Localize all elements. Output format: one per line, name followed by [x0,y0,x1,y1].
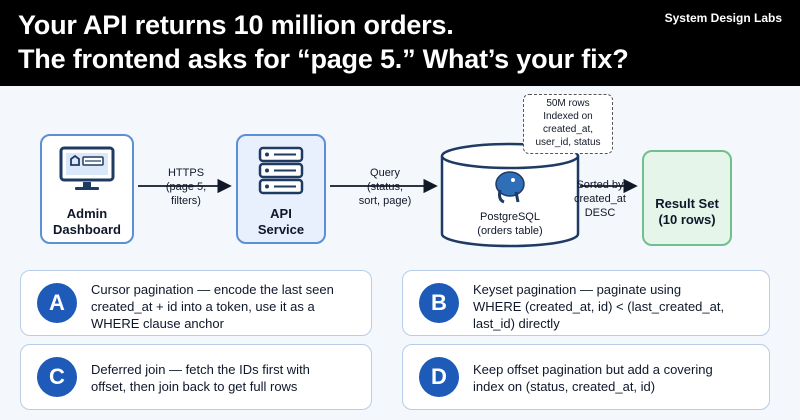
header-banner: Your API returns 10 million orders. The … [0,0,800,86]
option-badge-a: A [37,283,77,323]
headline: Your API returns 10 million orders. The … [18,8,678,76]
edge-sorted-line-2: created_at [574,193,626,205]
db-label-line-2: (orders table) [477,225,543,237]
edge-query-line-3: sort, page) [358,195,412,207]
callout-line-4: user_id, status [535,137,601,148]
brand-label: System Design Labs [664,11,782,25]
result-label-line-2: (10 rows) [658,212,716,227]
option-c-line-1: Deferred join — fetch the IDs first with [91,362,310,377]
admin-label-line-2: Dashboard [53,222,121,237]
edge-https-line-1: HTTPS [167,167,205,179]
api-service-label: API Service [238,206,324,238]
option-a-line-2: created_at + id into a token, use it as … [91,299,315,314]
postgres-elephant-icon [495,171,525,204]
result-set-node: Result Set (10 rows) [642,150,732,246]
option-a-line-1: Cursor pagination — encode the last seen [91,282,334,297]
edge-label-sorted: Sorted by created_at DESC [560,178,640,220]
option-d-line-1: Keep offset pagination but add a coverin… [473,362,713,377]
architecture-diagram: Admin Dashboard API Service [0,86,800,262]
headline-line-1: Your API returns 10 million orders. [18,10,454,40]
option-card-a[interactable]: A Cursor pagination — encode the last se… [20,270,372,336]
edge-https-line-3: filters) [171,195,201,207]
api-service-node: API Service [236,134,326,244]
edge-query-line-1: Query [370,167,400,179]
callout-line-3: created_at, [542,124,594,135]
callout-line-1: 50M rows [546,98,590,109]
result-label-line-1: Result Set [655,196,719,211]
callout-line-2: Indexed on [543,111,593,122]
server-stack-icon [258,146,304,195]
option-c-line-2: offset, then join back to get full rows [91,379,298,394]
option-text-d: Keep offset pagination but add a coverin… [473,361,759,395]
api-label-line-2: Service [257,222,305,237]
edge-https-line-2: (page 5, [165,181,207,193]
option-card-b[interactable]: B Keyset pagination — paginate using WHE… [402,270,770,336]
option-card-d[interactable]: D Keep offset pagination but add a cover… [402,344,770,410]
admin-label-line-1: Admin [66,206,108,221]
option-badge-d: D [419,357,459,397]
edge-sorted-line-1: Sorted by [576,179,624,191]
option-b-line-2: WHERE (created_at, id) < (last_created_a… [473,299,725,314]
admin-dashboard-label: Admin Dashboard [42,206,132,238]
db-label-line-1: PostgreSQL [480,211,540,223]
option-text-b: Keyset pagination — paginate using WHERE… [473,281,759,332]
edge-sorted-line-3: DESC [584,207,616,219]
option-b-line-3: last_id) directly [473,316,560,331]
option-card-c[interactable]: C Deferred join — fetch the IDs first wi… [20,344,372,410]
admin-dashboard-node: Admin Dashboard [40,134,134,244]
edge-query-line-2: (status, [366,181,404,193]
option-d-line-2: index on (status, created_at, id) [473,379,656,394]
result-set-label: Result Set (10 rows) [644,196,730,228]
option-a-line-3: WHERE clause anchor [91,316,224,331]
monitor-icon [59,146,115,190]
option-badge-c: C [37,357,77,397]
api-label-line-1: API [270,206,292,221]
edge-label-query: Query (status, sort, page) [340,166,430,208]
option-b-line-1: Keyset pagination — paginate using [473,282,682,297]
database-label: PostgreSQL (orders table) [442,210,578,238]
table-stats-callout: 50M rows Indexed on created_at, user_id,… [523,94,613,154]
option-text-c: Deferred join — fetch the IDs first with… [91,361,361,395]
option-text-a: Cursor pagination — encode the last seen… [91,281,361,332]
headline-line-2: The frontend asks for “page 5.” What’s y… [18,44,629,74]
edge-label-https: HTTPS (page 5, filters) [146,166,226,208]
option-badge-b: B [419,283,459,323]
